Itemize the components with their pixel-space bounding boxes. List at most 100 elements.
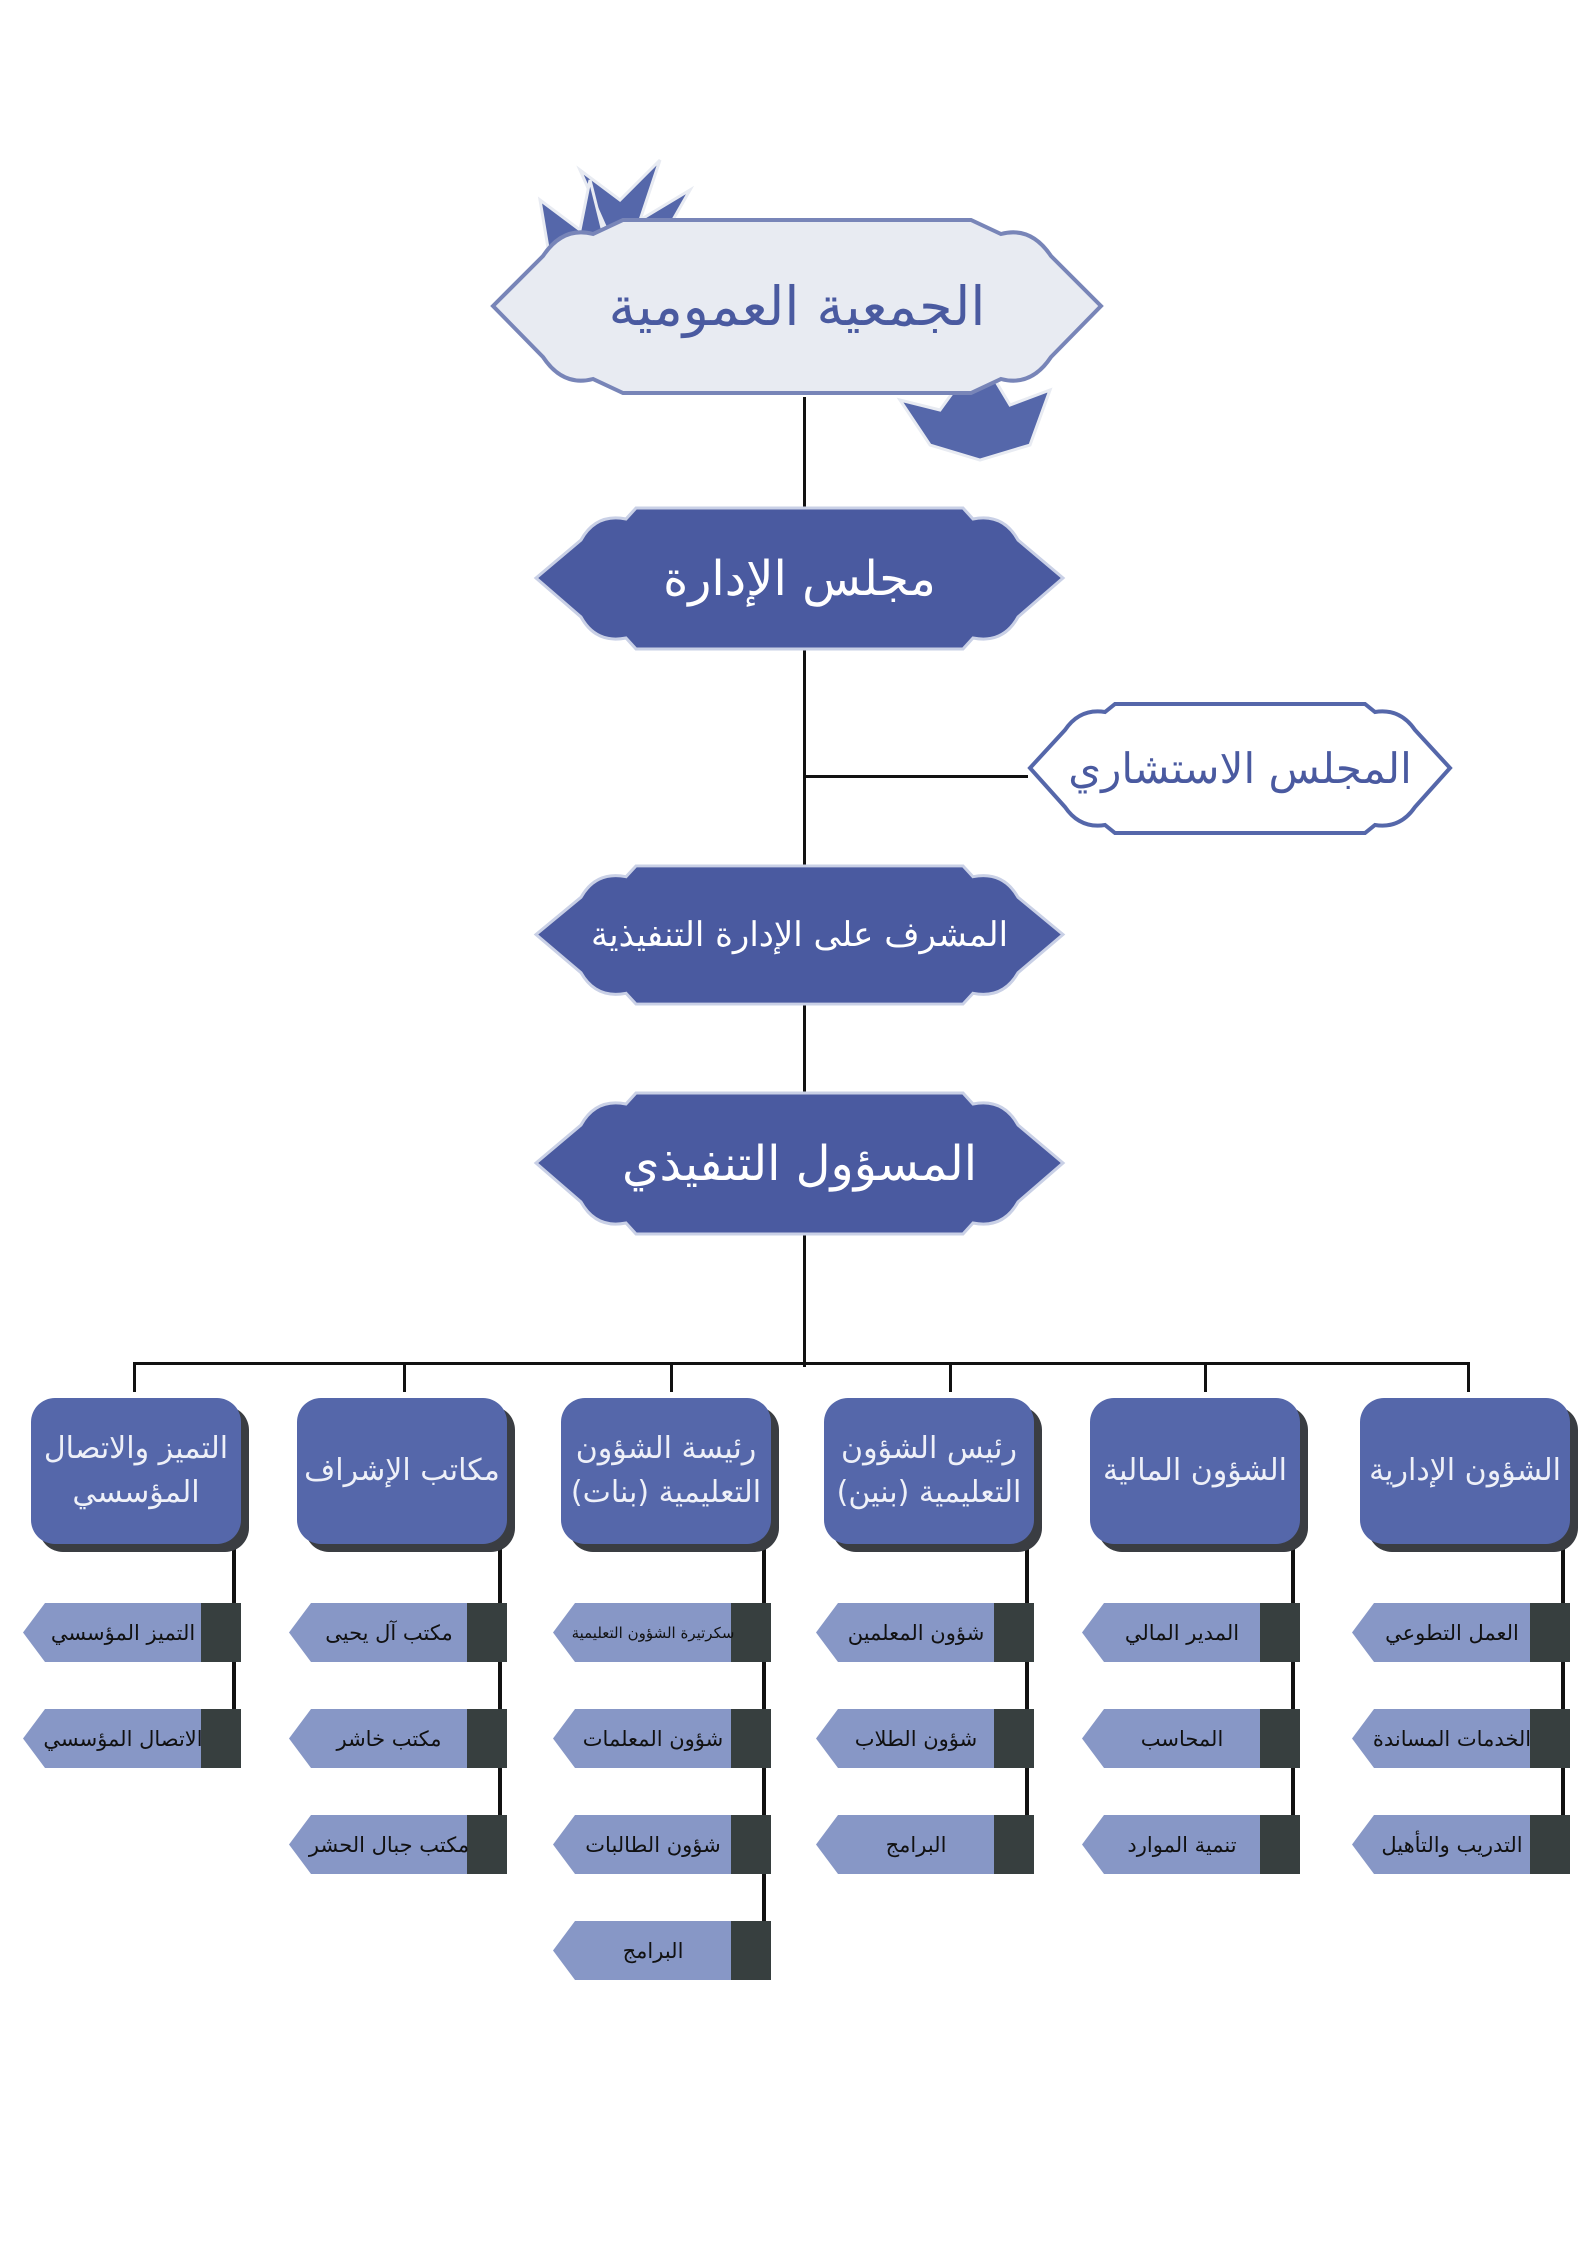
sub-unit-item: التدريب والتأهيل <box>1352 1815 1570 1874</box>
sub-unit-label: المحاسب <box>1140 1726 1224 1751</box>
advisory-council-box: المجلس الاستشاري <box>1025 700 1455 837</box>
connector-drop <box>403 1362 406 1392</box>
sub-unit-label: شؤون المعلمين <box>847 1620 985 1645</box>
sub-unit-item: المحاسب <box>1082 1709 1300 1768</box>
executive-supervisor-box: المشرف على الإدارة التنفيذية <box>531 863 1068 1007</box>
arrow-shape <box>289 1709 467 1768</box>
marker-square <box>467 1709 507 1768</box>
sub-unit-label: الاتصال المؤسسي <box>43 1726 203 1751</box>
sub-unit-label: شؤون الطلاب <box>854 1726 978 1751</box>
marker-square <box>1260 1815 1300 1874</box>
sub-unit-item: سكرتيرة الشؤون التعليمية <box>553 1603 771 1662</box>
arrow-shape <box>816 1815 994 1874</box>
connector-children <box>1291 1540 1295 1865</box>
sub-unit-label: تنمية الموارد <box>1127 1832 1237 1857</box>
sub-unit-label: البرامج <box>622 1938 684 1963</box>
marker-square <box>1530 1603 1570 1662</box>
sub-unit-label: شؤون الطالبات <box>585 1832 721 1857</box>
marker-square <box>731 1603 771 1662</box>
arrow-shape <box>1082 1709 1260 1768</box>
arrow-shape <box>23 1709 201 1768</box>
connector-children <box>1025 1540 1029 1865</box>
arrow-shape <box>553 1709 731 1768</box>
marker-square <box>731 1815 771 1874</box>
connector-children <box>1561 1540 1565 1865</box>
marker-square <box>1260 1709 1300 1768</box>
sub-unit-item: تنمية الموارد <box>1082 1815 1300 1874</box>
department-box: الشؤون الإدارية <box>1360 1398 1570 1544</box>
department-box: مكاتب الإشراف <box>297 1398 507 1544</box>
sub-unit-label: مكتب خاشر <box>336 1726 442 1751</box>
board-box: مجلس الإدارة <box>531 505 1068 652</box>
executive-director-box: المسؤول التنفيذي <box>531 1090 1068 1237</box>
sub-unit-label: مكتب جبال الحشر <box>308 1832 470 1857</box>
sub-unit-item: المدير المالي <box>1082 1603 1300 1662</box>
marker-square <box>994 1709 1034 1768</box>
connector-bus <box>133 1362 1470 1365</box>
sub-unit-item: مكتب آل يحيى <box>289 1603 507 1662</box>
arrow-shape <box>289 1815 467 1874</box>
flower-decoration-icon <box>896 352 1053 462</box>
marker-square <box>467 1603 507 1662</box>
arrow-shape <box>1352 1815 1530 1874</box>
marker-square <box>201 1603 241 1662</box>
sub-unit-label: مكتب آل يحيى <box>325 1620 453 1645</box>
general-assembly-box: الجمعية العمومية <box>483 216 1111 397</box>
sub-unit-item: التميز المؤسسي <box>23 1603 241 1662</box>
sub-unit-label: الخدمات المساندة <box>1372 1726 1532 1751</box>
sub-unit-label: التميز المؤسسي <box>50 1620 196 1645</box>
marker-square <box>731 1709 771 1768</box>
marker-square <box>467 1815 507 1874</box>
sub-unit-item: البرامج <box>816 1815 1034 1874</box>
marker-square <box>994 1603 1034 1662</box>
sub-unit-item: شؤون المعلمات <box>553 1709 771 1768</box>
marker-square <box>731 1921 771 1980</box>
marker-square <box>201 1709 241 1768</box>
arrow-shape <box>1082 1603 1260 1662</box>
sub-unit-label: المدير المالي <box>1124 1620 1240 1645</box>
sub-unit-label: التدريب والتأهيل <box>1381 1832 1523 1857</box>
executive-director-label: المسؤول التنفيذي <box>621 1135 978 1192</box>
arrow-shape <box>816 1603 994 1662</box>
advisory-council-label: المجلس الاستشاري <box>1068 744 1412 793</box>
arrow-shape <box>1352 1709 1530 1768</box>
arrow-shape <box>23 1603 201 1662</box>
arrow-shape <box>816 1709 994 1768</box>
marker-square <box>994 1815 1034 1874</box>
sub-unit-item: شؤون المعلمين <box>816 1603 1034 1662</box>
marker-square <box>1530 1815 1570 1874</box>
department-box: التميز والاتصال المؤسسي <box>31 1398 241 1544</box>
arrow-shape <box>553 1815 731 1874</box>
arrow-shape <box>1352 1603 1530 1662</box>
executive-supervisor-label: المشرف على الإدارة التنفيذية <box>590 915 1009 955</box>
connector-drop <box>670 1362 673 1392</box>
general-assembly-label: الجمعية العمومية <box>608 275 986 338</box>
connector-drop <box>1204 1362 1207 1392</box>
arrow-shape <box>1082 1815 1260 1874</box>
sub-unit-label: العمل التطوعي <box>1385 1620 1519 1645</box>
department-box: رئيس الشؤون التعليمية (بنين) <box>824 1398 1034 1544</box>
sub-unit-item: مكتب جبال الحشر <box>289 1815 507 1874</box>
arrow-shape <box>553 1603 731 1662</box>
connector-advisory <box>803 775 1028 778</box>
connector-children <box>498 1540 502 1865</box>
sub-unit-item: الاتصال المؤسسي <box>23 1709 241 1768</box>
sub-unit-item: البرامج <box>553 1921 771 1980</box>
sub-unit-item: شؤون الطالبات <box>553 1815 771 1874</box>
sub-unit-item: شؤون الطلاب <box>816 1709 1034 1768</box>
sub-unit-label: البرامج <box>885 1832 947 1857</box>
sub-unit-item: مكتب خاشر <box>289 1709 507 1768</box>
board-label: مجلس الإدارة <box>663 550 936 607</box>
sub-unit-item: الخدمات المساندة <box>1352 1709 1570 1768</box>
sub-unit-label: سكرتيرة الشؤون التعليمية <box>571 1623 735 1642</box>
sub-unit-item: العمل التطوعي <box>1352 1603 1570 1662</box>
department-box: الشؤون المالية <box>1090 1398 1300 1544</box>
sub-unit-label: شؤون المعلمات <box>582 1726 724 1751</box>
department-box: رئيسة الشؤون التعليمية (بنات) <box>561 1398 771 1544</box>
marker-square <box>1260 1603 1300 1662</box>
connector-drop <box>949 1362 952 1392</box>
marker-square <box>1530 1709 1570 1768</box>
connector-drop <box>133 1362 136 1392</box>
connector-drop <box>1467 1362 1470 1392</box>
arrow-shape <box>553 1921 731 1980</box>
